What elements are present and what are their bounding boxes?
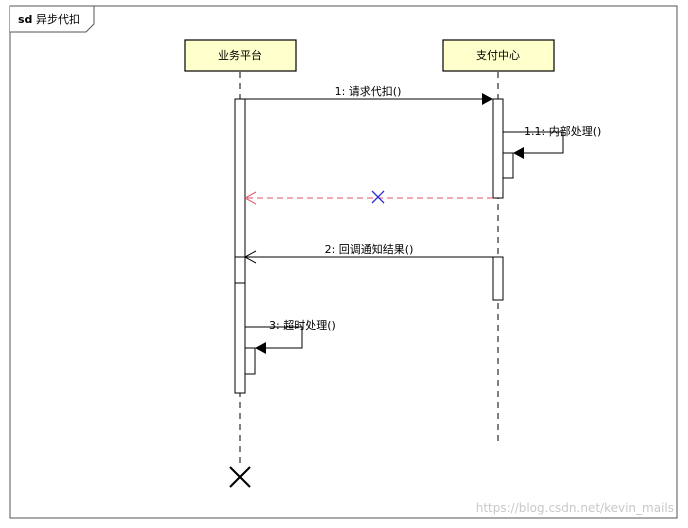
activation-platform-self [244, 347, 256, 375]
open-arrowhead-icon [243, 191, 257, 205]
message-3-label: 3: 超时处理() [269, 318, 336, 332]
message-1-1-label: 1.1: 内部处理() [524, 124, 601, 138]
lifeline-head-platform[interactable] [184, 39, 297, 72]
watermark: https://blog.csdn.net/kevin_mails [476, 501, 674, 515]
diagram-frame [9, 5, 678, 519]
open-arrowhead-icon [243, 250, 257, 264]
lifeline-head-payment[interactable] [442, 39, 555, 72]
activation-payment-callback [492, 256, 504, 301]
filled-arrowhead-icon [513, 147, 524, 159]
message-1-1-line [503, 131, 564, 154]
activation-payment-main [492, 98, 504, 199]
frame-keyword: sd [18, 13, 32, 26]
filled-arrowhead-icon [482, 93, 493, 105]
frame-tab [10, 5, 95, 33]
lost-message-cross-icon [371, 190, 385, 204]
filled-arrowhead-icon [255, 342, 266, 354]
destroy-cross-icon [229, 466, 251, 488]
message-3-line [245, 326, 303, 349]
message-2-label: 2: 回调通知结果() [325, 242, 414, 256]
lifeline-label-payment: 支付中心 [476, 49, 520, 62]
lifeline-label-platform: 业务平台 [218, 48, 262, 62]
activation-platform-main [234, 98, 246, 394]
frame-title: 异步代扣 [36, 12, 80, 26]
message-1-label: 1: 请求代扣() [335, 84, 402, 98]
activation-payment-self [502, 152, 514, 179]
